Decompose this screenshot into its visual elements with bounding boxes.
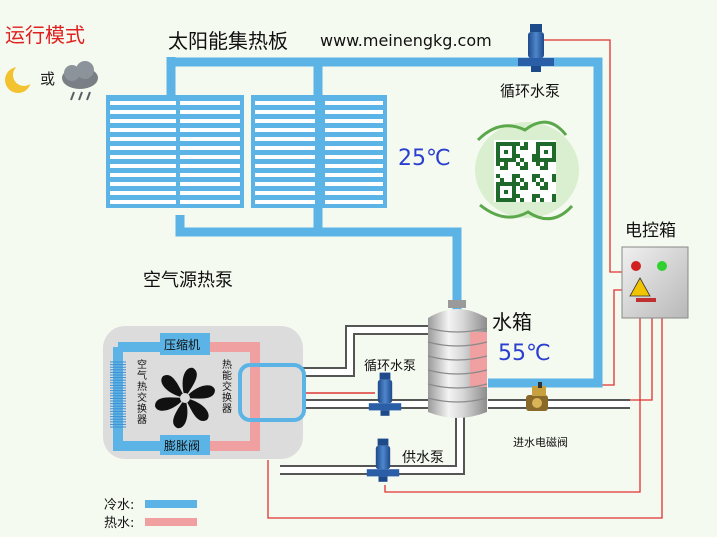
panel-temperature: 25℃ [398, 146, 451, 171]
water-tank [427, 300, 488, 418]
legend-hot-swatch [145, 518, 197, 526]
weather-or: 或 [40, 70, 55, 88]
legend-cold-swatch [145, 500, 197, 508]
tank-label: 水箱 [492, 310, 532, 334]
svg-text:换: 换 [222, 391, 232, 404]
control-box [621, 246, 689, 319]
expansion-valve-box [160, 435, 210, 455]
solar-panels [106, 95, 387, 208]
moon-icon [5, 64, 35, 93]
svg-text:空: 空 [137, 358, 147, 371]
supply-pump-icon [366, 438, 400, 482]
pump-top-label: 循环水泵 [500, 82, 560, 100]
heat-pump-label: 空气源热泵 [143, 270, 233, 291]
fan-icon [153, 366, 217, 430]
tank-pipes-inner [280, 327, 630, 473]
svg-text:交: 交 [222, 380, 232, 393]
svg-text:能: 能 [222, 369, 232, 382]
tank-temperature: 55℃ [498, 341, 551, 366]
control-box-label: 电控箱 [625, 221, 676, 241]
svg-text:热: 热 [137, 380, 147, 393]
solar-panel-label: 太阳能集热板 [168, 29, 288, 53]
inlet-valve-label: 进水电磁阀 [513, 435, 568, 449]
pump-mid-label: 循环水泵 [364, 359, 416, 374]
rain-cloud-icon [62, 61, 98, 101]
svg-text:器: 器 [222, 403, 232, 415]
solar-loop-pipes [166, 57, 603, 388]
supply-pump-label: 供水泵 [402, 450, 444, 466]
svg-text:热: 热 [222, 358, 232, 371]
website: www.meinengkg.com [320, 31, 492, 50]
heat-pump-unit [103, 326, 306, 459]
solenoid-valve-icon [526, 382, 548, 411]
expansion-valve-label: 膨胀阀 [164, 439, 200, 453]
legend-hot-label: 热水: [104, 516, 134, 531]
legend-cold-label: 冷水: [104, 498, 134, 513]
compressor-label: 压缩机 [164, 337, 200, 352]
svg-text:器: 器 [137, 414, 147, 426]
svg-text:交: 交 [137, 391, 147, 404]
svg-text:气: 气 [137, 369, 147, 382]
mode-title: 运行模式 [5, 23, 85, 47]
circulation-pump-top-icon [518, 24, 554, 72]
compressor-box [160, 333, 210, 355]
svg-text:换: 换 [137, 402, 147, 415]
circulation-pump-mid-icon [368, 372, 402, 416]
qr-code-card [475, 120, 579, 221]
